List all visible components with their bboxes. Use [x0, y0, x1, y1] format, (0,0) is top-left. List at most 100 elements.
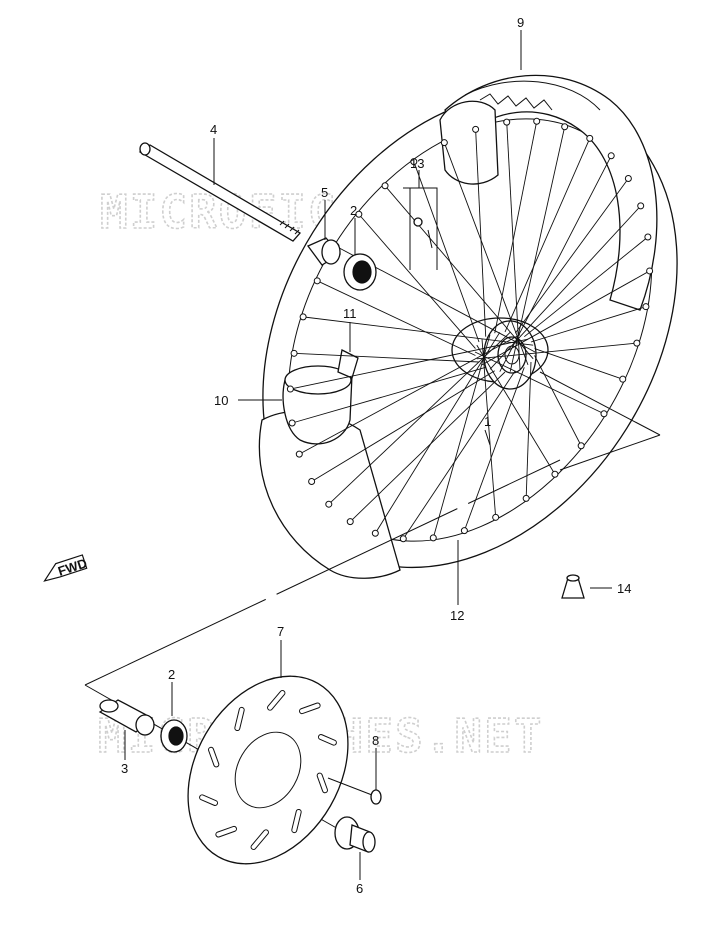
fwd-arrow-icon: [43, 554, 88, 582]
callout-8: 8: [372, 733, 379, 748]
callout-12: 12: [450, 608, 464, 623]
disc-slot: [292, 809, 301, 833]
callout-13-bracket: [403, 187, 438, 270]
spoke-nipple: [286, 385, 294, 393]
callout-9: 9: [517, 15, 524, 30]
tire: [444, 74, 658, 311]
spoke: [481, 339, 497, 518]
spoke-nipple: [624, 175, 632, 183]
callout-11: 11: [343, 306, 357, 321]
spoke-nipple: [642, 303, 650, 311]
spoke: [506, 122, 521, 370]
spoke: [481, 270, 650, 366]
disc-slot: [300, 703, 320, 714]
spoke-nipple: [492, 513, 500, 521]
spoke: [509, 126, 566, 372]
spoke-nipple: [346, 518, 354, 526]
brake-disc-hub: [234, 731, 302, 809]
spoke-nipple: [646, 267, 654, 275]
bolt-8: [327, 777, 382, 805]
spoke: [413, 161, 480, 343]
spoke: [374, 332, 501, 534]
spoke-nipple: [533, 117, 541, 125]
leader-1: [484, 429, 491, 446]
brake-disc-slots: [199, 690, 337, 850]
spoke: [290, 338, 529, 390]
tire-tread-line: [464, 80, 601, 111]
valve-cap-top: [566, 574, 580, 582]
spoke: [534, 355, 582, 446]
fwd-label: FWD: [56, 555, 89, 578]
tube-section: [439, 100, 499, 185]
spoke-nipple: [299, 313, 307, 321]
spoke-nipple: [399, 535, 407, 543]
spoke-nipple: [586, 134, 594, 142]
disc-slot: [209, 747, 219, 767]
spoke-nipple: [633, 339, 641, 347]
spoke-nipple: [607, 152, 615, 160]
bearing-bottom-inner: [168, 726, 184, 746]
disc-slot: [268, 691, 285, 710]
disc-slot: [251, 830, 268, 849]
bearing-bottom: [160, 719, 188, 753]
spoke: [294, 352, 480, 363]
spoke: [358, 213, 476, 349]
spoke: [463, 367, 525, 531]
axle-head: [139, 142, 151, 156]
disc-slot: [317, 773, 327, 793]
spoke: [402, 370, 516, 539]
spoke: [504, 138, 591, 333]
wheel-assembly: [258, 74, 678, 579]
spoke: [489, 205, 642, 370]
spoke: [534, 348, 623, 380]
callout-4: 4: [210, 122, 217, 137]
spacer-5: [306, 237, 341, 266]
bolt-head: [370, 789, 382, 805]
spoke-nipple: [308, 477, 316, 485]
spoke-nipple: [600, 410, 608, 418]
spoke: [499, 155, 612, 372]
spoke-nipple: [290, 349, 298, 357]
callout-5: 5: [321, 185, 328, 200]
brake-disc: [187, 675, 349, 865]
collar-6: [334, 816, 376, 853]
disc-slot: [235, 707, 244, 731]
collar-end: [362, 831, 376, 853]
callout-3: 3: [121, 761, 128, 776]
spoke-end: [427, 229, 433, 249]
spoke-nipple: [313, 277, 321, 285]
spokes: [290, 121, 650, 539]
spoke: [476, 344, 556, 475]
spoke-nipple: [325, 500, 333, 508]
spoke-nipple: [503, 118, 511, 126]
spoke-nipple: [410, 158, 418, 166]
spoke: [328, 331, 511, 505]
callout-6: 6: [356, 881, 363, 896]
spoke-nipple: [460, 527, 468, 535]
callout-14: 14: [617, 581, 631, 596]
disc-slot: [200, 795, 218, 805]
callout-13: 13: [410, 156, 424, 171]
guide-line-d: [559, 434, 661, 471]
axle-thread: [279, 220, 300, 235]
callout-labels: 1 2 2 3 4 5 6 7 8 9 10 11 12 13 14: [121, 15, 631, 896]
spoke-nipple: [371, 529, 379, 537]
spoke-nipple: [561, 123, 569, 131]
callout-1: 1: [484, 414, 491, 429]
spoke-nipple: [288, 419, 296, 427]
spoke: [317, 280, 476, 356]
nipple-head: [413, 217, 423, 227]
spoke-nipple: [644, 233, 652, 241]
spoke-nipple-13: [403, 187, 438, 270]
spoke: [476, 342, 637, 360]
spoke: [299, 334, 521, 455]
callout-10: 10: [214, 393, 228, 408]
sleeve-3: [98, 699, 155, 736]
spoke-nipple: [440, 139, 448, 147]
sleeve-end-far: [135, 714, 155, 736]
spoke: [303, 316, 534, 346]
spoke: [311, 370, 495, 482]
spoke-nipple: [522, 494, 530, 502]
spoke: [349, 371, 506, 522]
guide-line-a: [84, 459, 561, 686]
